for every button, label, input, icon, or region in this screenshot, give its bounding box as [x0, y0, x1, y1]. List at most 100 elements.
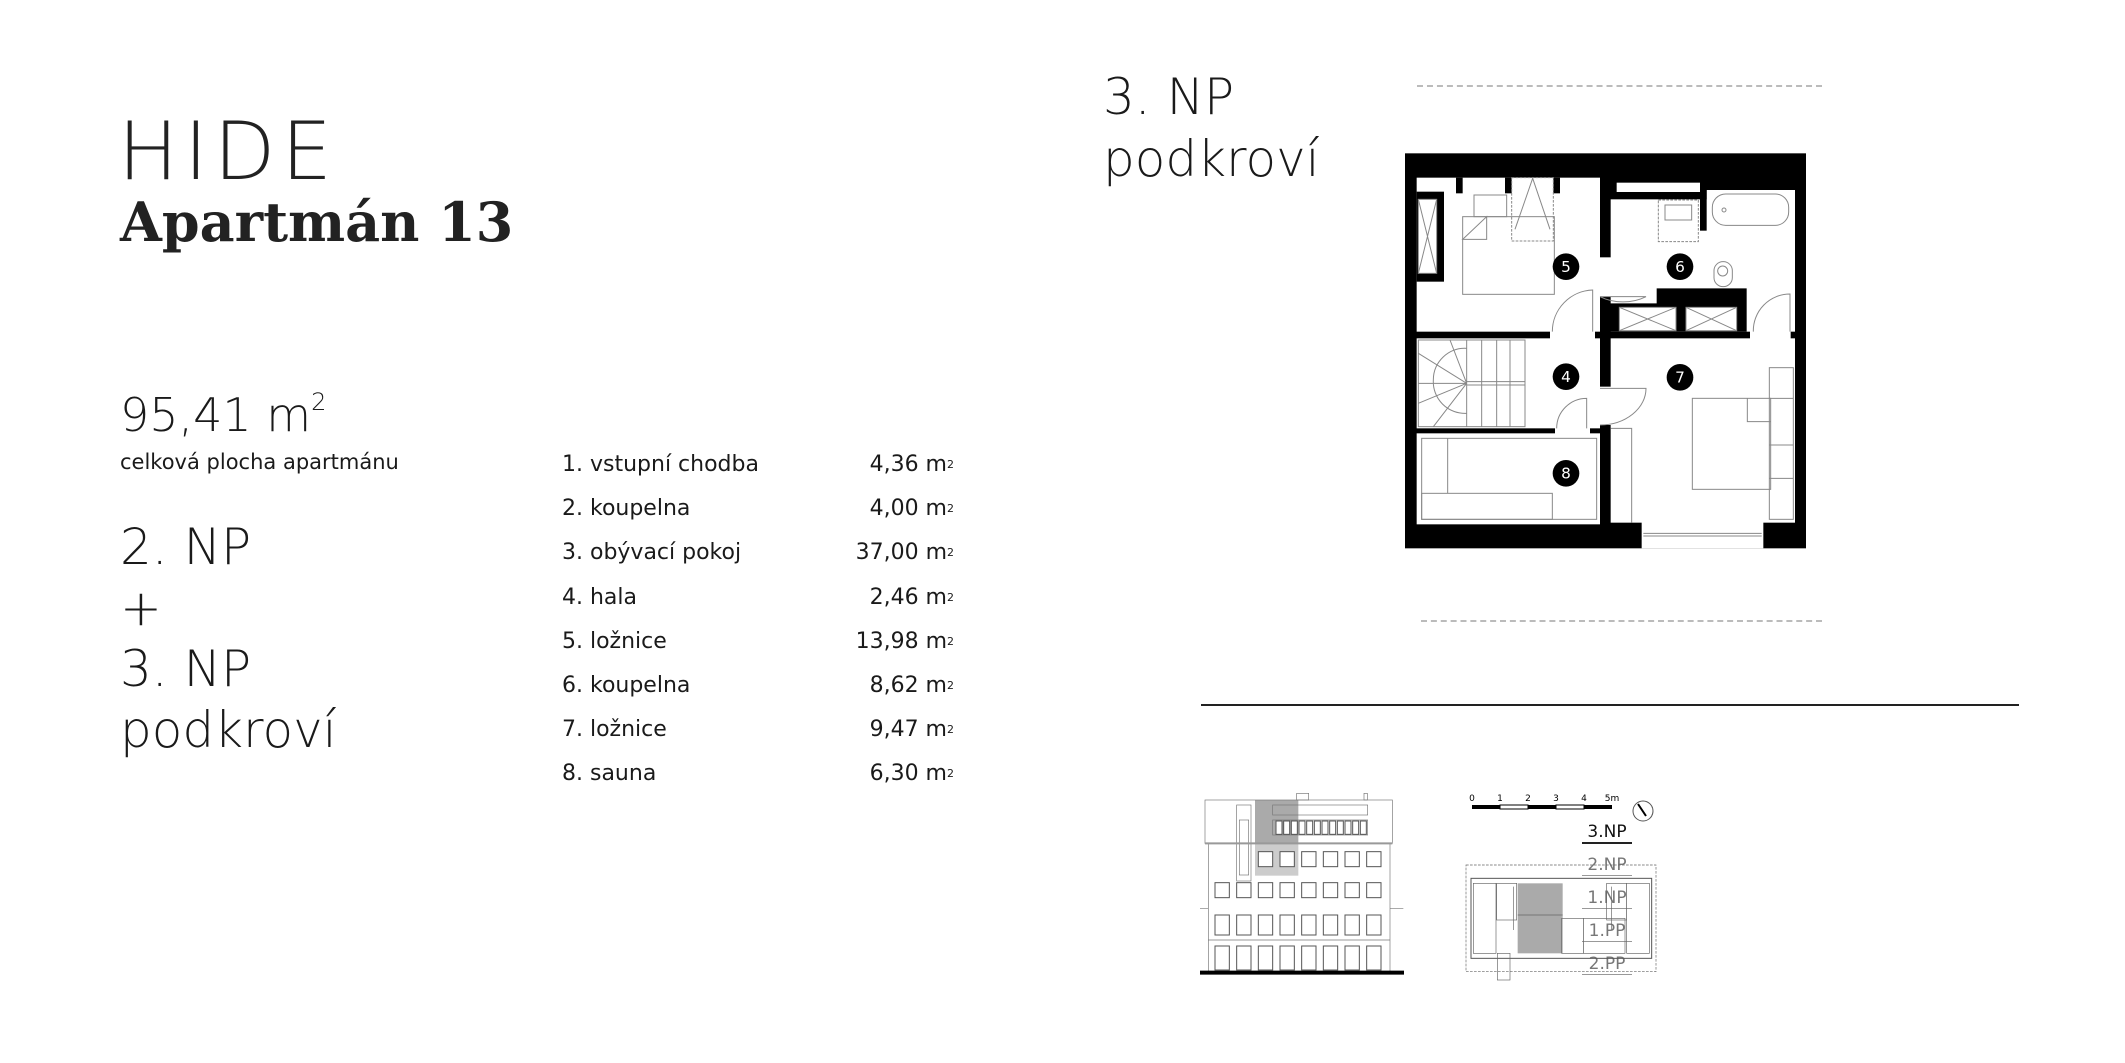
room-marker-8: 8	[1552, 460, 1580, 487]
scale-tick-label: 3	[1553, 794, 1559, 804]
room-area: 2,46 m2	[870, 583, 954, 627]
brand-title: HIDE	[118, 105, 338, 198]
scale-tick-label: 5m	[1605, 794, 1620, 804]
room-marker-7: 7	[1666, 364, 1694, 391]
elevation-window	[1344, 914, 1360, 936]
total-area-value: 95,41 m	[120, 388, 312, 442]
elevation-window	[1344, 945, 1360, 971]
site-plan-minimap	[1465, 864, 1657, 981]
level-2-pp[interactable]: 2.PP	[1582, 954, 1632, 975]
elevation-window	[1313, 820, 1321, 835]
divider-dashed-bottom	[1421, 620, 1822, 622]
level-3-np[interactable]: 3.NP	[1582, 822, 1632, 844]
elevation-window	[1322, 851, 1339, 868]
elevation-window	[1279, 945, 1295, 971]
floor-plus: +	[120, 579, 162, 637]
elevation-window	[1329, 820, 1337, 835]
elevation-window	[1306, 820, 1314, 835]
north-arrow-icon	[1632, 800, 1654, 822]
room-name: 7. ložnice	[562, 717, 667, 743]
elevation-window	[1352, 820, 1360, 835]
room-area: 13,98 m2	[856, 627, 954, 671]
room-area-value: 4,00 m	[869, 496, 947, 522]
elevation-window	[1298, 820, 1306, 835]
elevation-window	[1257, 914, 1274, 936]
elevation-window	[1322, 914, 1339, 936]
elevation-window	[1366, 851, 1382, 868]
scale-tick-label: 2	[1525, 794, 1531, 804]
room-number: 7	[1675, 369, 1685, 387]
elevation-window	[1275, 820, 1283, 835]
room-marker-4: 4	[1552, 363, 1580, 390]
elevation-window	[1283, 820, 1291, 835]
room-name: 4. hala	[562, 584, 638, 610]
elevation-window	[1257, 882, 1274, 899]
total-area-label: celková plocha apartmánu	[120, 450, 399, 474]
room-number: 5	[1561, 258, 1571, 276]
room-name: 1. vstupní chodba	[562, 452, 759, 477]
scale-tick-label: 0	[1469, 794, 1475, 804]
room-area: 4,36 m2	[870, 450, 954, 494]
room-area-unit-sup: 2	[947, 767, 954, 781]
room-marker-5: 5	[1552, 253, 1580, 280]
room-name: 2. koupelna	[562, 496, 691, 522]
room-area-unit-sup: 2	[947, 546, 954, 560]
room-number: 8	[1561, 465, 1571, 483]
elevation-window	[1279, 914, 1295, 936]
room-list: 1. vstupní chodba 4,36 m2 2. koupelna 4,00 …	[562, 450, 954, 804]
room-name: 3. obývací pokoj	[562, 540, 742, 566]
room-area-unit-sup: 2	[947, 590, 954, 604]
section-divider	[1201, 704, 2019, 706]
elevation-window	[1279, 851, 1295, 868]
room-area: 9,47 m2	[870, 715, 954, 759]
room-area-value: 37,00 m	[855, 540, 947, 566]
room-markers: 5 6 4 7 8	[1552, 253, 1694, 487]
room-area: 4,00 m2	[870, 494, 954, 538]
scale-bar: 0 1 2 3 4 5m	[1469, 794, 1654, 822]
elevation-window	[1366, 945, 1382, 971]
room-area-value: 6,30 m	[869, 761, 947, 787]
floor-line-1: 2. NP	[120, 518, 252, 576]
elevation-window	[1257, 851, 1274, 868]
room-row: 3. obývací pokoj 37,00 m2	[562, 538, 954, 582]
elevation-window	[1366, 914, 1382, 936]
room-area-value: 9,47 m	[869, 717, 947, 743]
room-area-unit-sup: 2	[947, 678, 954, 692]
elevation-window	[1344, 882, 1360, 899]
room-row: 7. ložnice 9,47 m2	[562, 715, 954, 759]
room-area-unit-sup: 2	[947, 634, 954, 648]
elevation-window	[1301, 914, 1317, 936]
room-name: 6. koupelna	[562, 672, 691, 698]
plan-title-floor: 3. NP	[1103, 68, 1235, 126]
elevation-window	[1301, 882, 1317, 899]
scale-tick-label: 4	[1581, 794, 1587, 804]
elevation-window	[1366, 882, 1382, 899]
elevation-window	[1236, 914, 1252, 936]
total-area-unit-sup: 2	[311, 388, 327, 416]
room-number: 4	[1561, 368, 1571, 386]
plan-title-sub: podkroví	[1103, 130, 1320, 188]
elevation-window	[1290, 820, 1298, 835]
room-row: 2. koupelna 4,00 m2	[562, 494, 954, 538]
total-area: 95,41 m2	[120, 390, 326, 438]
elevation-window	[1321, 820, 1329, 835]
room-row: 1. vstupní chodba 4,36 m2	[562, 450, 954, 494]
room-row: 6. koupelna 8,62 m2	[562, 671, 954, 715]
room-area: 37,00 m2	[856, 538, 954, 582]
elevation-window	[1279, 882, 1295, 899]
elevation-window	[1214, 882, 1230, 899]
floor-line-3: podkroví	[120, 701, 337, 759]
floor-plan: 5 6 4 7 8	[1405, 153, 1806, 549]
building-elevation	[1200, 793, 1404, 975]
room-area-unit-sup: 2	[947, 723, 954, 737]
plan-title: 3. NP podkroví	[1103, 66, 1320, 190]
scale-tick-label: 1	[1497, 794, 1503, 804]
room-area-value: 8,62 m	[869, 672, 947, 698]
divider-dashed-top	[1417, 85, 1822, 87]
elevation-window	[1344, 820, 1352, 835]
floor-line-2: 3. NP	[120, 640, 252, 698]
room-number: 6	[1675, 258, 1685, 276]
level-1-pp[interactable]: 1.PP	[1582, 921, 1632, 942]
